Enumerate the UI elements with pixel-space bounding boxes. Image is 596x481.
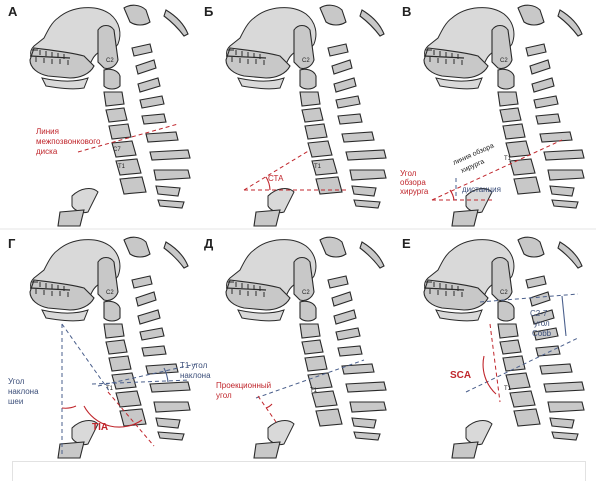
sca-label: SCA [450, 370, 471, 381]
panel-letter: А [8, 4, 18, 19]
t1-slope-line [97, 363, 197, 387]
view-angle-label: хирурга [400, 187, 429, 196]
t1-slope-label: наклона [180, 371, 211, 380]
view-line [431, 139, 563, 201]
c7-label: C7 [113, 147, 121, 153]
neck-tilt-label: Угол [8, 377, 25, 386]
panel-letter: Д [204, 236, 214, 251]
projection-angle-label: Проекционный [216, 381, 271, 390]
neck-tilt-label: шеи [8, 397, 23, 406]
cta-label: СТА [268, 174, 284, 183]
panel-g: Г C2 T1 T1 угол наклона Угол наклона шеи… [8, 236, 271, 459]
t1-label: T1 [118, 164, 126, 170]
t1-label: T1 [310, 388, 318, 394]
view-angle-label: обзора [400, 178, 426, 187]
c2-label: C2 [500, 290, 508, 296]
cta-arc [265, 176, 271, 191]
tia-line [107, 391, 155, 447]
panel-letter: В [402, 4, 411, 19]
panel-letter: Г [8, 236, 16, 251]
disc-line-label: Линия [36, 127, 59, 136]
c2-line [479, 293, 579, 303]
neck-arc [61, 405, 77, 409]
cobb-arc [561, 295, 567, 337]
cta-oblique [243, 149, 311, 191]
t1-label: T1 [314, 164, 322, 170]
tia-arc [83, 405, 143, 428]
view-arc [449, 189, 455, 201]
panel-letter: Е [402, 236, 411, 251]
cobb-label: угол [534, 319, 550, 328]
panel-v: В C2 T1 Угол обзора хирурга линия обзора… [400, 4, 585, 227]
disc-line-label: межпозвонкового [36, 137, 101, 146]
sca-line [489, 323, 501, 403]
c2-label: C2 [106, 290, 114, 296]
tia-label: TIA [92, 422, 108, 433]
t1-label: T1 [504, 386, 512, 392]
t1-label: T1 [106, 386, 114, 392]
panel-d: Д C2 T1 [204, 236, 387, 459]
c2-label: C2 [302, 290, 310, 296]
c2-label: C2 [302, 58, 310, 64]
panel-a: А C2 C7 T1 Линия межпозвонкового диска [8, 4, 191, 227]
sca-arc [482, 355, 497, 395]
view-angle-label: Угол [400, 169, 417, 178]
neck-tilt-label: наклона [8, 387, 39, 396]
t1-slope-label: T1 угол [180, 361, 208, 370]
neck-tilt-line [61, 323, 111, 393]
distance-label: дистанция [462, 185, 501, 194]
projection-arc [265, 403, 273, 409]
disc-line-label: диска [36, 147, 58, 156]
cobb-label: C2-7 [530, 309, 548, 318]
panel-letter: Б [204, 4, 213, 19]
panel-e: Е C2 T1 C2-7 угол Cobb SCA [402, 236, 585, 459]
t1-slope-arc [163, 367, 169, 383]
caption-box [12, 461, 586, 481]
cobb-label: Cobb [532, 329, 552, 338]
projection-angle-label: угол [216, 391, 232, 400]
panel-b: Б C2 T1 СТА [204, 4, 387, 227]
c2-label: C2 [500, 58, 508, 64]
projection-line [255, 359, 365, 399]
projection-perpendicular [257, 395, 277, 423]
c2-label: C2 [106, 58, 114, 64]
t1-label: T1 [504, 156, 512, 162]
disc-line [77, 123, 179, 153]
